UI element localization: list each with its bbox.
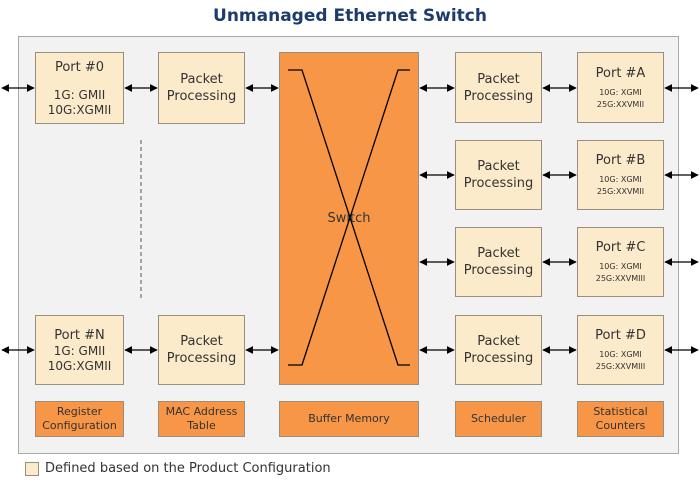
scheduler-block: Scheduler [455,401,542,437]
port-a-line2: 25G:XXVMII [596,99,645,109]
switch-block: Switch [279,52,419,385]
statistical-counters-block: Statistical Counters [577,401,664,437]
legend-swatch [25,462,39,476]
port-d-line2: 25G:XXVMIII [595,362,646,371]
pp-right-b-line1: Packet [477,159,520,174]
packet-processing-right-d: Packet Processing [455,315,542,385]
stats-line2: Counters [595,419,646,432]
port-a-title: Port #A [595,65,646,81]
packet-processing-left-top: Packet Processing [158,52,245,124]
port-n-title: Port #N [54,327,105,343]
port-0-line2: 10G:XGMII [47,102,112,117]
port-b-title: Port #B [595,153,646,168]
pp-right-c-line2: Processing [463,263,534,278]
port-0-line1: 1G: GMII [53,87,106,102]
register-line2: Configuration [42,419,117,432]
pp-right-c-line1: Packet [477,246,520,261]
packet-processing-left-bottom: Packet Processing [158,315,245,385]
port-n-block: Port #N 1G: GMII 10G:XGMII [35,315,124,385]
port-0-title: Port #0 [54,59,105,75]
buffer-memory-label: Buffer Memory [308,412,390,425]
mac-line2: Table [187,419,216,432]
pp-right-b-line2: Processing [463,176,534,191]
stats-line1: Statistical [593,405,648,418]
pp-right-d-line2: Processing [463,351,534,366]
scheduler-label: Scheduler [470,412,527,425]
packet-processing-right-b: Packet Processing [455,140,542,210]
pp-right-d-line1: Packet [477,334,520,349]
mac-address-table-block: MAC Address Table [158,401,245,437]
port-c-title: Port #C [595,240,646,255]
port-d-block: Port #D 10G: XGMI 25G:XXVMIII [577,315,664,385]
port-d-title: Port #D [595,328,646,343]
register-line1: Register [56,405,103,418]
crossbar-lines [288,69,410,366]
port-c-block: Port #C 10G: XGMI 25G:XXVMIII [577,227,664,297]
mac-line1: MAC Address [165,405,238,418]
port-c-line2: 25G:XXVMIII [595,274,646,283]
diagram-title: Unmanaged Ethernet Switch [213,6,487,26]
port-a-block: Port #A 10G: XGMI 25G:XXVMII [577,52,664,123]
pp-left-bottom-line1: Packet [180,334,223,349]
port-n-line2: 10G:XGMII [47,358,112,373]
legend-text: Defined based on the Product Configurati… [45,461,331,476]
pp-left-top-line2: Processing [166,89,237,104]
packet-processing-right-a: Packet Processing [455,52,542,123]
port-n-line1: 1G: GMII [53,343,106,358]
pp-left-top-line1: Packet [180,72,223,87]
buffer-memory-block: Buffer Memory [279,401,419,437]
pp-right-a-line1: Packet [477,71,520,87]
port-b-line1: 10G: XGMI [599,175,642,184]
register-configuration-block: Register Configuration [35,401,124,437]
pp-right-a-line2: Processing [463,88,534,104]
port-c-line1: 10G: XGMI [599,262,642,271]
port-a-line1: 10G: XGMI [599,87,642,97]
packet-processing-right-c: Packet Processing [455,227,542,297]
port-d-line1: 10G: XGMI [599,350,642,359]
port-b-line2: 25G:XXVMII [596,187,645,196]
port-b-block: Port #B 10G: XGMI 25G:XXVMII [577,140,664,210]
port-0-block: Port #0 1G: GMII 10G:XGMII [35,52,124,124]
pp-left-bottom-line2: Processing [166,351,237,366]
